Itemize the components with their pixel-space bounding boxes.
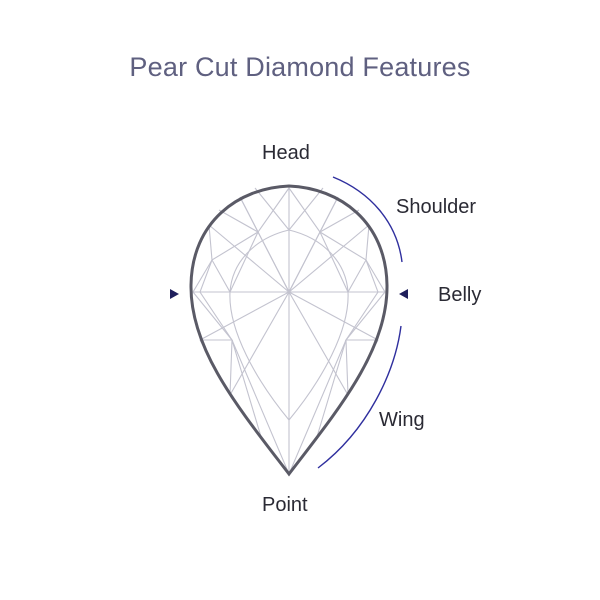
belly-right-marker (399, 289, 408, 299)
wing-arc (317, 325, 402, 469)
point-label: Point (262, 494, 308, 516)
diagram-title: Pear Cut Diamond Features (129, 52, 471, 82)
shoulder-label: Shoulder (396, 196, 477, 218)
shoulder-arc (332, 176, 403, 263)
belly-label: Belly (438, 284, 482, 306)
head-label: Head (262, 142, 310, 164)
diamond-outline (189, 184, 389, 477)
belly-left-marker (170, 289, 179, 299)
wing-label: Wing (379, 409, 425, 431)
